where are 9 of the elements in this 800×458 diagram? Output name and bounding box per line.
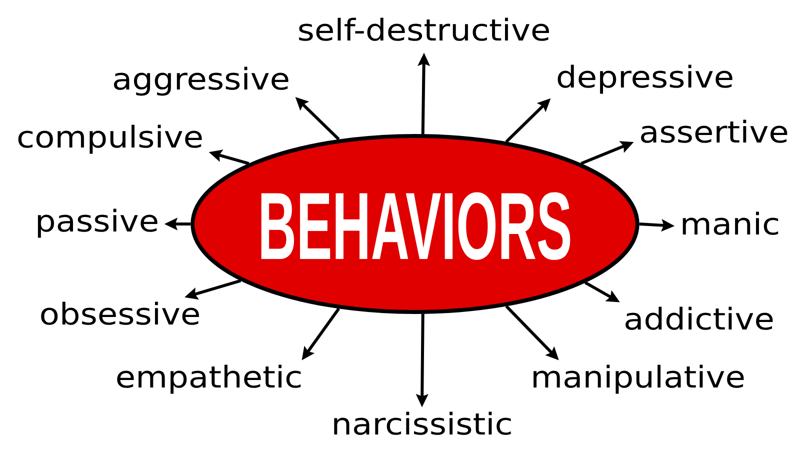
behavior-label: manipulative: [534, 364, 744, 394]
behavior-label: empathetic: [117, 364, 301, 394]
behavior-label: manic: [682, 212, 778, 235]
behavior-label: aggressive: [114, 66, 288, 96]
behavior-label: passive: [38, 208, 158, 238]
behavior-label: self-destructive: [299, 18, 549, 41]
behavior-label: assertive: [641, 120, 788, 143]
behavior-label: depressive: [558, 64, 732, 94]
behavior-label: narcissistic: [334, 412, 511, 435]
